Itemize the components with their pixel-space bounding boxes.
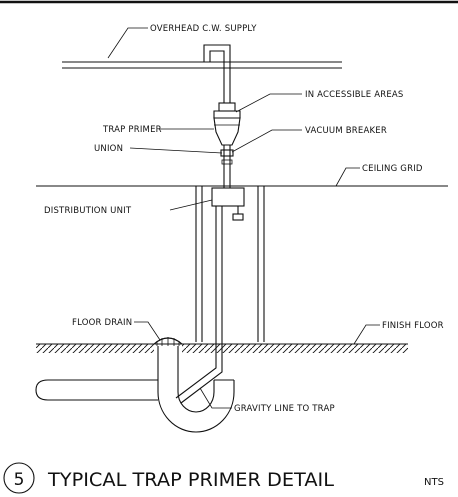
label-floor-drain: FLOOR DRAIN [72,318,132,328]
supply-riser-pipe [203,44,231,103]
floor-drain [153,337,183,346]
label-vacuum-breaker: VACUUM BREAKER [305,126,387,136]
label-distribution-unit: DISTRIBUTION UNIT [44,206,132,216]
union-and-vacuum-breaker [220,145,234,188]
overhead-supply-pipe [62,61,342,69]
distribution-unit [211,187,245,221]
label-union: UNION [94,144,123,154]
label-gravity-line: GRAVITY LINE TO TRAP [234,404,335,414]
label-ceiling-grid: CEILING GRID [362,164,423,174]
detail-number: 5 [14,470,25,490]
leader-lines [107,27,380,409]
detail-number-circle [3,462,35,494]
p-trap [35,346,235,433]
title-block: 5 TYPICAL TRAP PRIMER DETAIL NTS [3,462,444,494]
label-accessible-areas: IN ACCESSIBLE AREAS [305,90,404,100]
trap-primer-valve [213,102,241,146]
detail-title: TYPICAL TRAP PRIMER DETAIL [47,469,334,491]
wall-stud-lines [195,186,265,342]
finish-floor [36,343,408,354]
label-finish-floor: FINISH FLOOR [382,321,444,331]
label-overhead-supply: OVERHEAD C.W. SUPPLY [150,24,257,34]
label-trap-primer: TRAP PRIMER [102,125,162,135]
gravity-line-pipe [175,206,223,404]
scale-note: NTS [424,477,444,488]
